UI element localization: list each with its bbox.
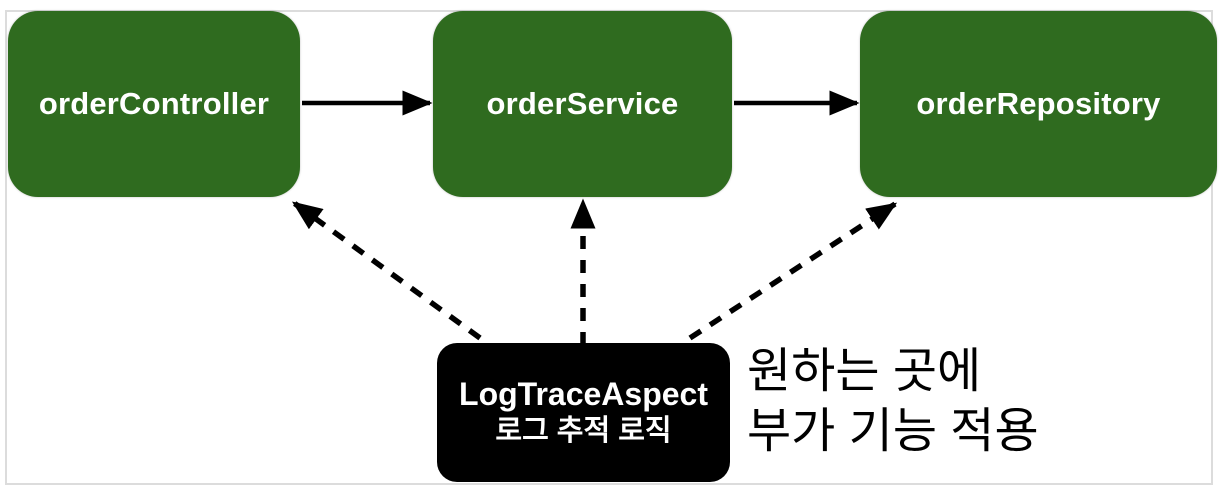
node-log-trace-aspect: LogTraceAspect 로그 추적 로직	[437, 343, 730, 482]
dashed-arrow-aspect-to-repository	[688, 201, 898, 341]
dashed-arrow-aspect-to-controller	[291, 200, 482, 341]
aspect-subtitle: 로그 추적 로직	[495, 414, 672, 447]
node-order-repository: orderRepository	[860, 11, 1217, 197]
annotation-line-2: 부가 기능 적용	[747, 405, 1039, 458]
annotation-line-1: 원하는 곳에	[747, 345, 982, 398]
node-order-controller: orderController	[8, 11, 300, 197]
node-order-service: orderService	[433, 11, 732, 197]
aspect-title: LogTraceAspect	[459, 376, 708, 413]
annotation-text: 원하는 곳에 부가 기능 적용	[747, 342, 1039, 462]
